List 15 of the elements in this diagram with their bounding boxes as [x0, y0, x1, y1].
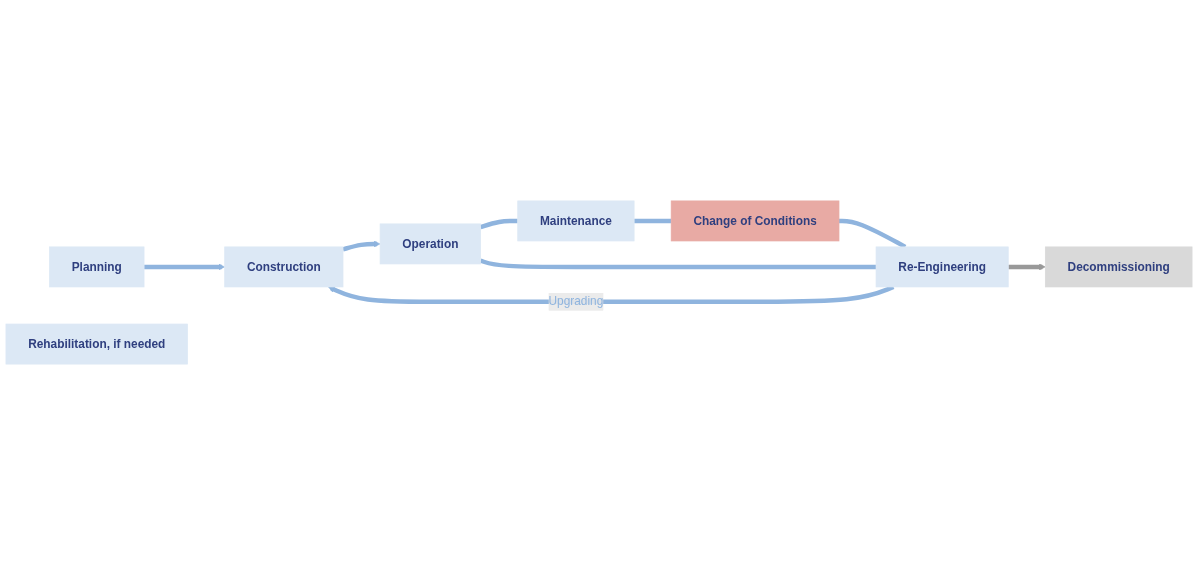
node-box: Operation: [379, 223, 481, 265]
arrow: [1008, 263, 1046, 271]
node-box: Change of Conditions: [670, 200, 840, 242]
connector: [479, 258, 877, 270]
connector: [634, 218, 672, 224]
edge-label: Upgrading: [548, 295, 604, 308]
node-box: Rehabilitation, if needed: [5, 323, 188, 365]
arrow: [342, 240, 381, 252]
arrow: [144, 263, 225, 271]
node-box: Maintenance: [517, 200, 635, 242]
node-box: Decommissioning: [1045, 246, 1193, 288]
node-box: Planning: [49, 246, 145, 288]
connector: [479, 218, 518, 230]
node-box: Re-Engineering: [875, 246, 1009, 288]
node-box: Construction: [224, 246, 344, 288]
